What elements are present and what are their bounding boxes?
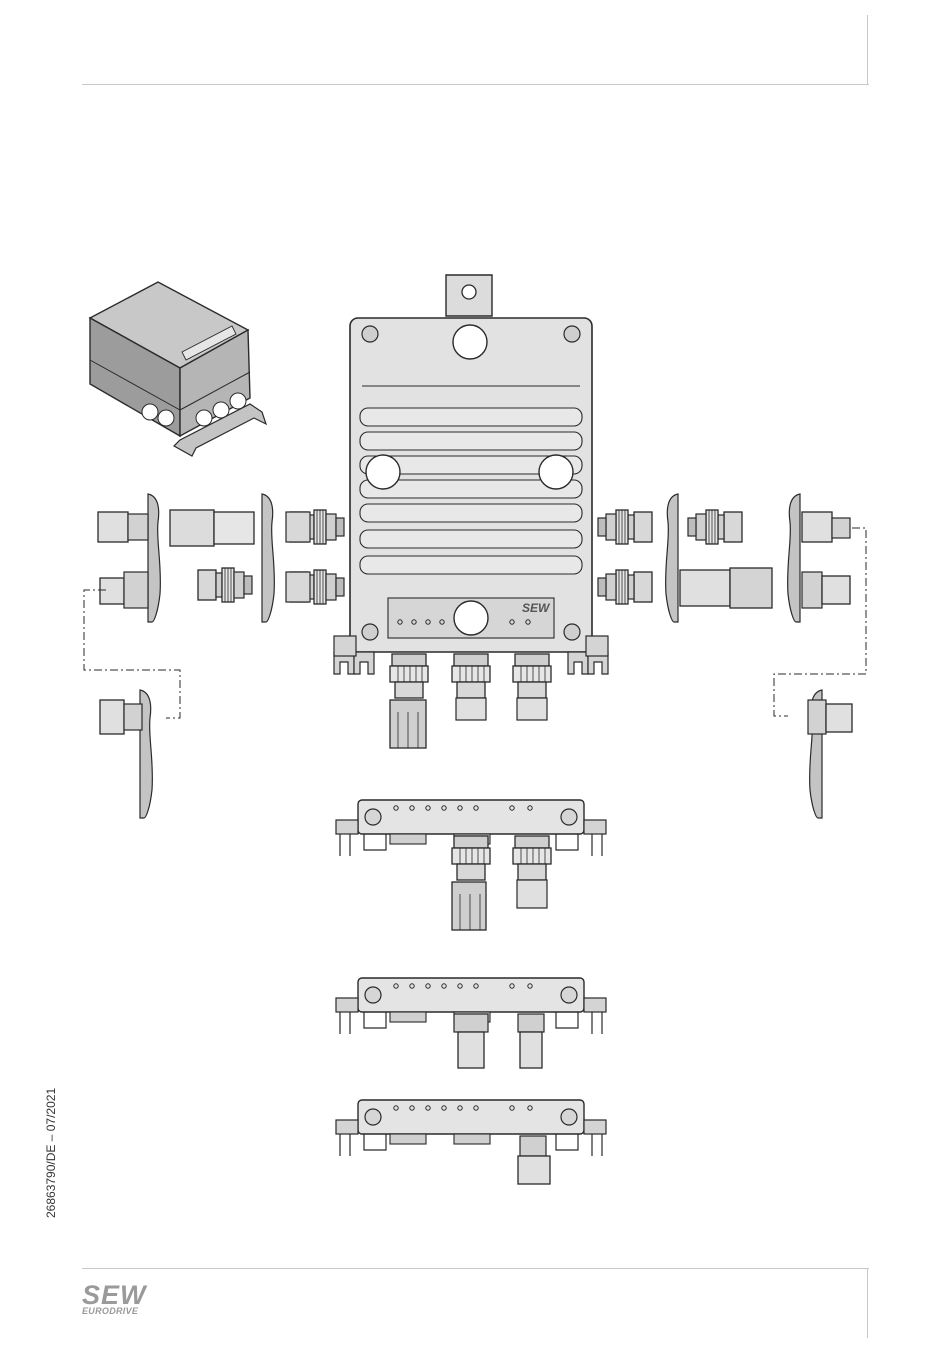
variant-1 <box>336 800 606 930</box>
module-isometric-view <box>90 282 266 456</box>
sew-eurodrive-logo: SEW EURODRIVE <box>82 1284 154 1316</box>
right-connectors <box>598 494 866 818</box>
module-top-view: SEW <box>334 275 608 674</box>
variant-2 <box>336 978 606 1068</box>
variant-3 <box>336 1100 606 1184</box>
left-connectors <box>84 494 344 818</box>
logo-brand: SEW <box>82 1284 154 1306</box>
module-brand-label: SEW <box>522 601 551 615</box>
bottom-connectors <box>390 654 551 748</box>
document-id: 26863790/DE – 07/2021 <box>44 1058 58 1218</box>
